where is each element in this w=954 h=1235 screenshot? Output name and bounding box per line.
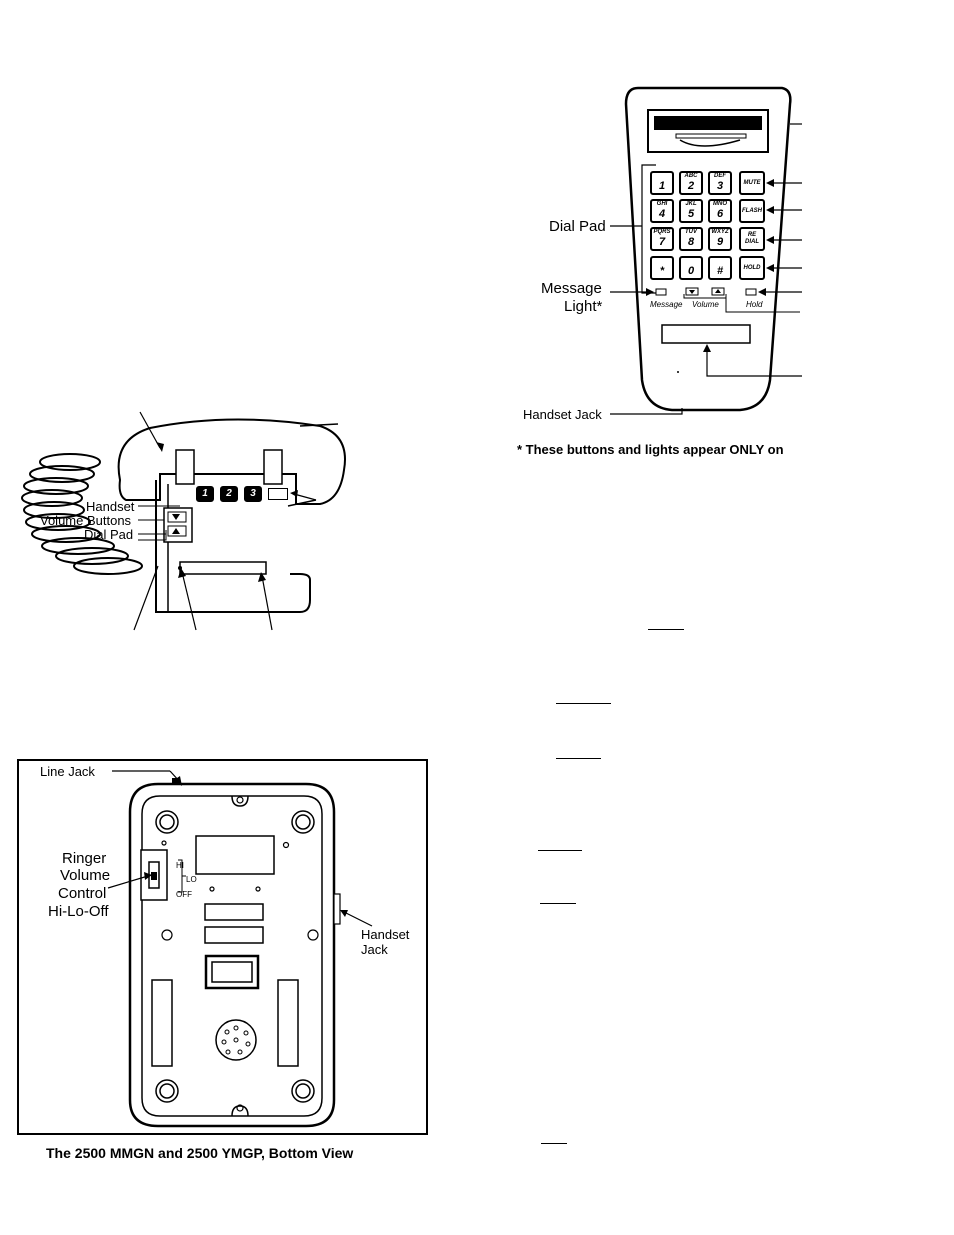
message-light-label-line2: Light* [564, 298, 603, 315]
ringer-label-line3: Control [58, 885, 107, 902]
message-light-label-line1: Message [541, 280, 602, 297]
keypad-key-1: 1 [650, 171, 674, 195]
dial-pad-label: Dial Pad [549, 218, 606, 235]
message-indicator-label: Message [650, 300, 683, 309]
ringer-label-line2: Volume [60, 867, 111, 884]
rule [556, 703, 611, 704]
switch-off-label: OFF [176, 890, 192, 899]
volume-buttons-label: Volume Buttons [40, 513, 132, 528]
switch-hi-label: HI [176, 861, 184, 870]
ringer-label-line4: Hi-Lo-Off [48, 903, 109, 920]
redial-key: RE DIAL [739, 227, 765, 251]
desk-key-3: 3 [244, 486, 262, 502]
hold-key: HOLD [739, 256, 765, 280]
desk-key-2: 2 [220, 486, 238, 502]
keypad-key-star: * [650, 256, 674, 280]
keypad-key-hash: # [708, 256, 732, 280]
switch-lo-label: LO [186, 875, 197, 884]
desk-key-1: 1 [196, 486, 214, 502]
mute-key: MUTE [739, 171, 765, 195]
bottom-handset-jack-label-line1: Handset [361, 927, 410, 942]
handset-label: Handset [86, 499, 135, 514]
bottom-view-caption: The 2500 MMGN and 2500 YMGP, Bottom View [46, 1145, 354, 1161]
rule [556, 758, 601, 759]
flash-key: FLASH [739, 199, 765, 223]
desk-dial-pad-label: Dial Pad [84, 527, 134, 542]
rule [540, 903, 576, 904]
bottom-handset-jack-label-line2: Jack [361, 942, 388, 957]
hold-indicator-label: Hold [746, 300, 763, 309]
keypad-key-0: 0 [679, 256, 703, 280]
ringer-label-line1: Ringer [62, 850, 107, 867]
rule [541, 1143, 567, 1144]
rule [538, 850, 582, 851]
line-jack-label: Line Jack [40, 764, 95, 779]
rule [648, 629, 684, 630]
handset-jack-label: Handset Jack [523, 407, 602, 422]
footnote: * These buttons and lights appear ONLY o… [517, 442, 784, 457]
volume-indicator-label: Volume [692, 300, 719, 309]
desk-function-key [268, 488, 288, 500]
